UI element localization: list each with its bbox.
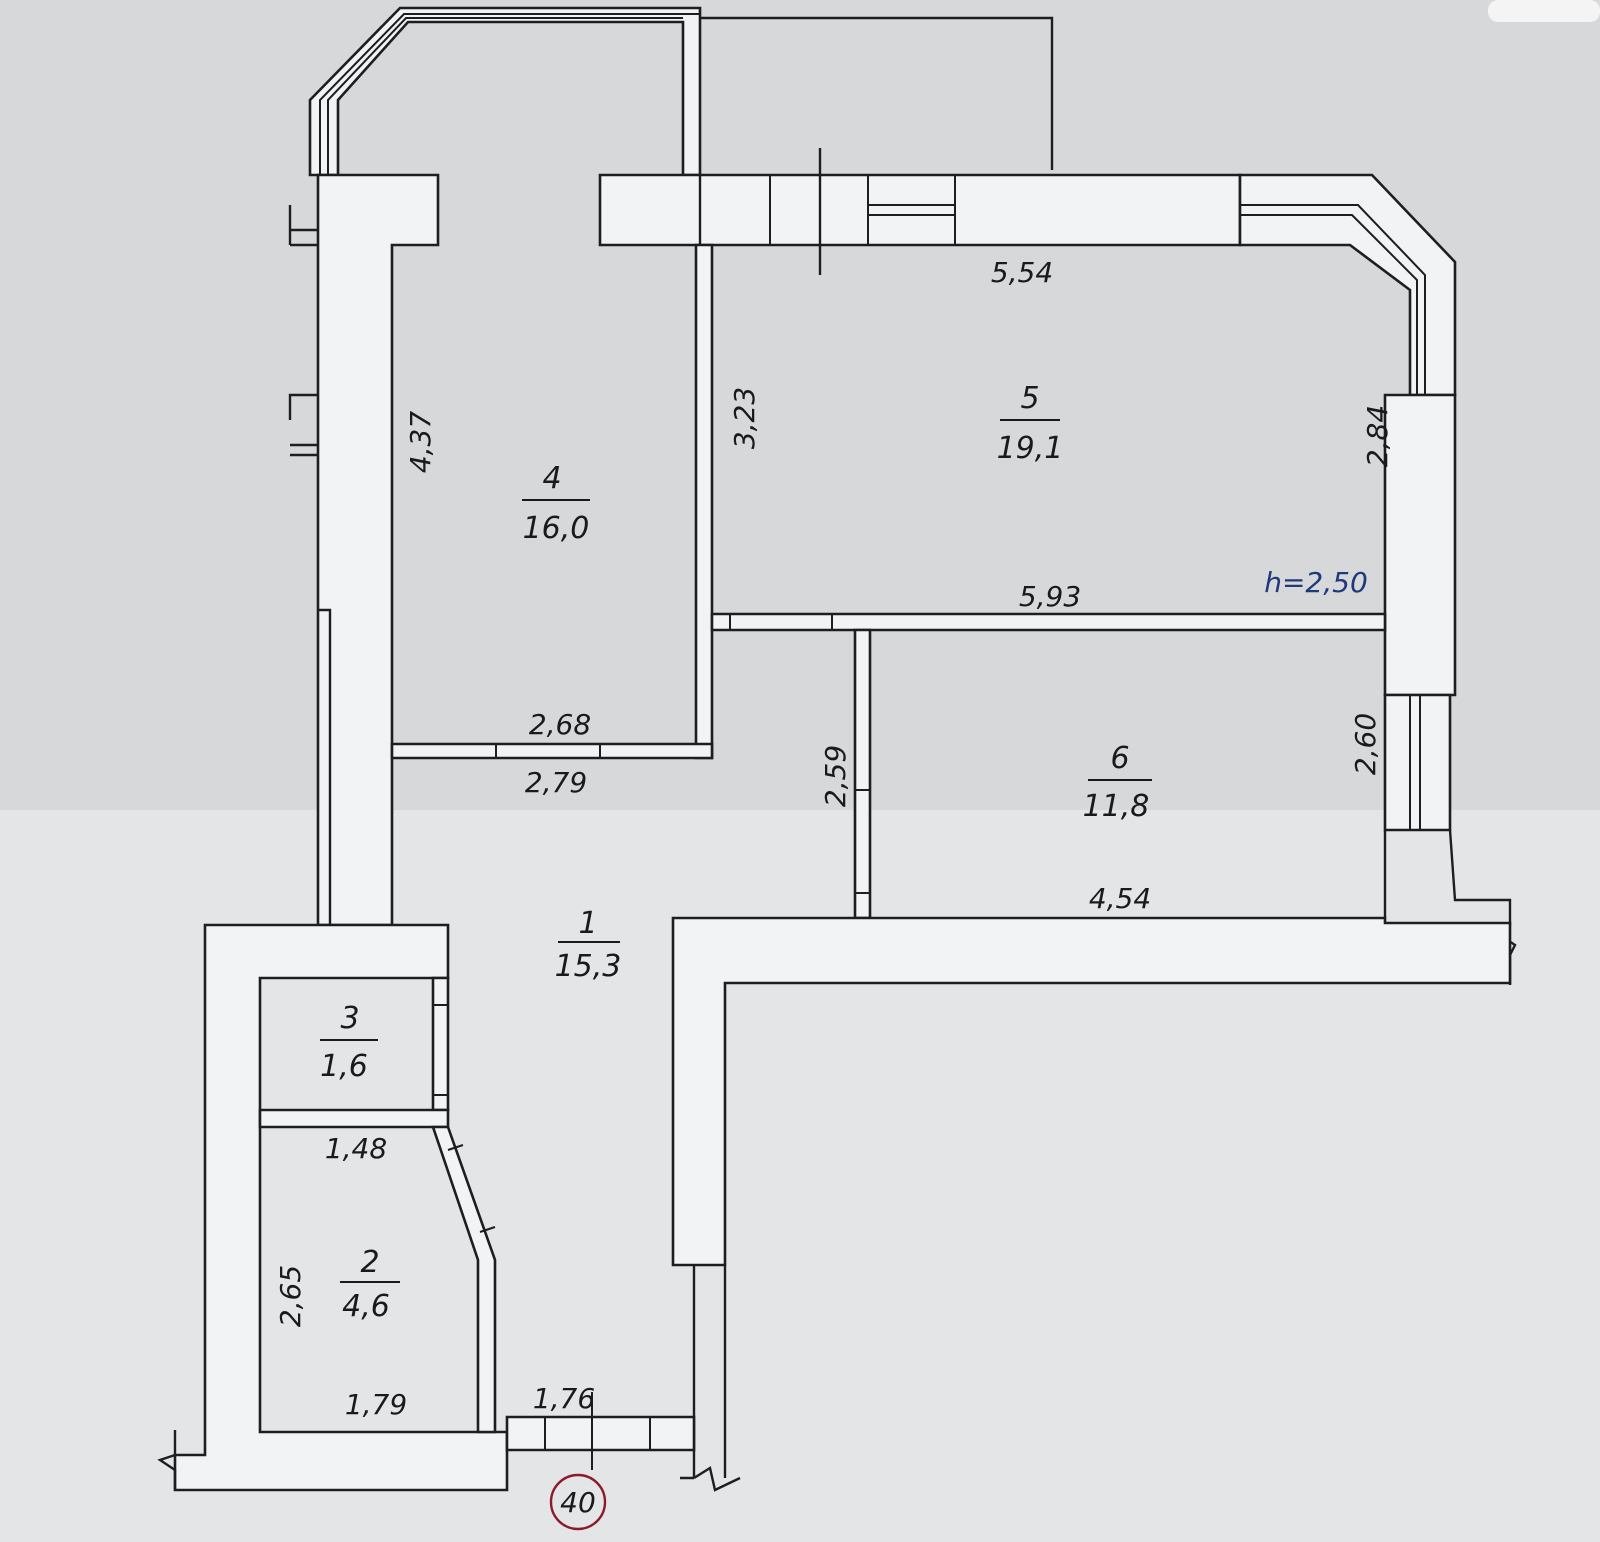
top-bay [700,16,1054,170]
balcony-left-rail [319,13,700,175]
room-number-5: 5 [1020,381,1039,416]
room-number-1: 1 [578,906,597,941]
right-bay-rail [1240,204,1426,395]
left-wall-ticks [288,205,318,457]
room-number-6: 6 [1110,741,1129,776]
wall-6-bottom [671,916,1512,1267]
dim-r5-bottom: 5,93 [1019,580,1081,613]
room-area-4: 16,0 [523,511,590,546]
dim-r2-bottom: 1,79 [345,1388,407,1421]
dim-r6-left: 2,59 [819,745,852,807]
wall-5-6 [710,612,1387,632]
corridor-lower-wall [680,1265,741,1492]
room-area-6: 11,8 [1083,789,1150,824]
dim-entry: 1,76 [533,1382,595,1415]
wall-2-right [431,1125,497,1434]
room-number-3: 3 [340,1001,359,1036]
room-label-2: 2 4,6 [340,1245,400,1324]
dim-r2-left: 2,65 [274,1265,307,1327]
door-5 [729,614,833,630]
wall-1-6 [853,628,872,920]
room-area-1: 15,3 [555,949,622,984]
room-area-5: 19,1 [997,431,1064,466]
dim-r2-top: 1,48 [325,1132,387,1165]
ceiling-height: h=2,50 [1264,566,1368,599]
lower-left-ticks [157,1430,177,1490]
room-label-6: 6 11,8 [1083,741,1152,824]
paper-corner [1488,0,1600,22]
door-2 [447,1144,496,1233]
dim-r6-bottom: 4,54 [1089,882,1151,915]
top-window [769,175,956,245]
room-label-5: 5 19,1 [997,381,1064,466]
dim-r4-left: 4,37 [404,411,437,474]
room-label-1: 1 15,3 [555,906,622,984]
wall-4-bottom [390,742,714,760]
right-window [1409,695,1421,830]
wall-3-right [431,976,450,1112]
room-label-4: 4 16,0 [522,461,590,546]
right-window-wall [1383,693,1452,832]
door-3 [433,1004,448,1096]
room-number-4: 4 [542,461,561,496]
entrance-door [544,1392,651,1470]
left-outside-step [318,608,332,925]
door-6 [855,789,870,894]
apartment-number-badge: 40 [549,1473,607,1531]
dim-r6-right: 2,60 [1349,713,1382,775]
room-number-2: 2 [360,1245,379,1280]
room-label-3: 3 1,6 [320,1001,378,1084]
wall-2-3 [258,1108,450,1129]
apartment-number: 40 [560,1486,596,1519]
top-wall [598,173,1242,247]
dim-r5-top: 5,54 [991,256,1053,289]
room-area-3: 1,6 [320,1049,368,1084]
dim-r5-left: 3,23 [728,387,761,449]
entrance-wall [505,1415,696,1452]
paper-upper [0,0,1600,810]
right-outer-wall [1383,393,1457,697]
door-4 [495,744,601,758]
dim-r4-bottom-inner: 2,68 [529,708,591,741]
dim-r4-bottom-outer: 2,79 [525,766,587,799]
wall-4-5 [694,243,714,760]
dim-r5-right: 2,84 [1361,405,1394,467]
room-area-2: 4,6 [342,1289,390,1324]
